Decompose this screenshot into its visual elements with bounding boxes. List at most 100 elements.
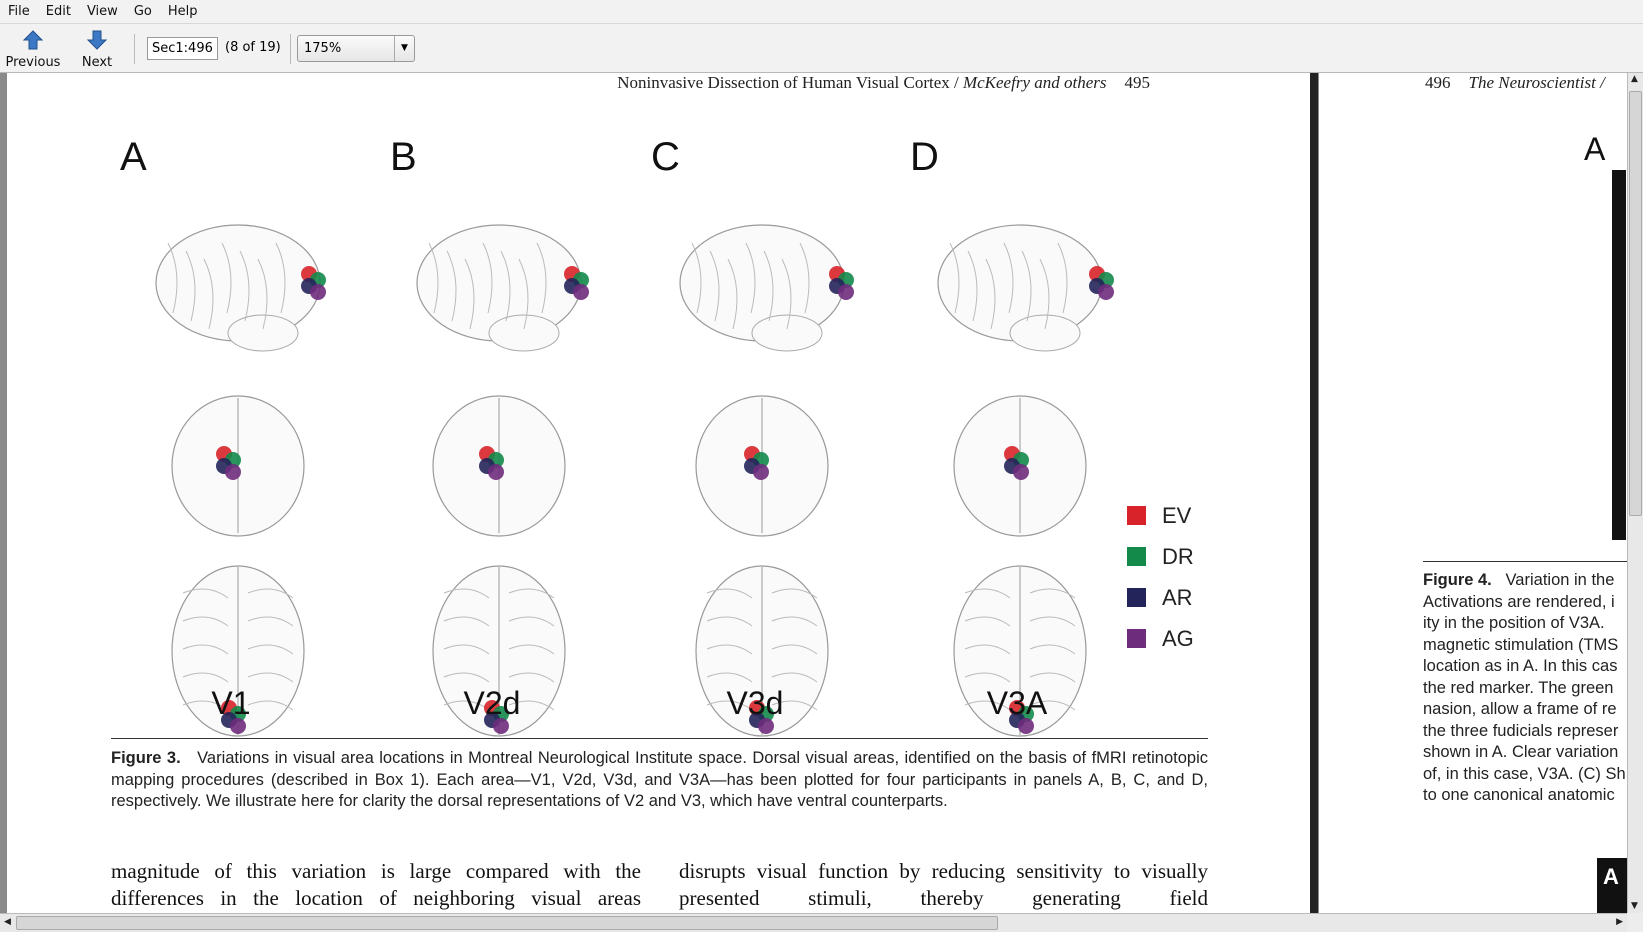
activation-blob [310, 284, 326, 300]
brain-sulcus [706, 700, 753, 711]
brain-sulcus [964, 700, 1011, 711]
brain-sulcus [443, 672, 490, 683]
brain-sulcus [691, 242, 702, 314]
scroll-right-icon[interactable]: ▶ [1616, 917, 1623, 927]
activation-blob [1018, 718, 1034, 734]
arrow-up-icon [22, 30, 44, 50]
caption-line: of, in this case, V3A. (C) Sh [1423, 764, 1626, 783]
brain-sulcus [964, 588, 1011, 599]
page-input[interactable]: Sec1:496 [147, 37, 218, 60]
activation-blob [838, 284, 854, 300]
brain-sulcus [1029, 644, 1076, 655]
brain-sulcus [185, 250, 196, 322]
menu-help[interactable]: Help [167, 4, 198, 19]
menu-edit[interactable]: Edit [45, 4, 71, 19]
vertical-scrollbar[interactable]: ▲ ▼ [1627, 73, 1643, 913]
menubar: File Edit View Go Help [0, 0, 1643, 23]
brain-sulcus [949, 242, 960, 314]
brain-sulcus [167, 242, 178, 314]
horizontal-scrollbar[interactable]: ◀ ▶ [0, 913, 1627, 932]
caption-line: ity in the position of V3A. [1423, 614, 1605, 632]
page-495: Noninvasive Dissection of Human Visual C… [7, 73, 1310, 913]
figure-label-a: A [1597, 858, 1627, 913]
scroll-left-icon[interactable]: ◀ [4, 917, 11, 927]
brain-cerebellum [488, 314, 560, 352]
caption-rule [111, 738, 1208, 739]
brain-sulcus [745, 242, 756, 314]
body-column-left: magnitude of this variation is large com… [111, 859, 641, 910]
panel-label-d: D [910, 135, 939, 179]
brain-sulcus [967, 250, 978, 322]
caption-rule [1423, 561, 1627, 562]
brain-sulcus [964, 644, 1011, 655]
brain-sulcus [443, 644, 490, 655]
menu-view[interactable]: View [86, 4, 118, 19]
activation-blob [573, 284, 589, 300]
brain-sulcus [203, 258, 214, 330]
menu-go[interactable]: Go [133, 4, 152, 19]
toolbar: Previous Next Sec1:496 (8 of 19) 175% ▼ [0, 23, 1643, 73]
legend-item-dr: DR [1127, 536, 1194, 577]
brain-sulcus [706, 616, 753, 627]
panel-label-c: C [651, 135, 680, 179]
brain-sulcus [781, 258, 792, 330]
brain-sulcus [1039, 258, 1050, 330]
arrow-down-icon [86, 30, 108, 50]
caption-line: the three fudicials represer [1423, 721, 1619, 740]
brain-cerebellum [1009, 314, 1081, 352]
next-button[interactable]: Next [73, 29, 121, 70]
area-label-v3a: V3A [986, 685, 1048, 721]
brain-sulcus [508, 672, 555, 683]
brain-sulcus [182, 588, 229, 599]
figure-4-image [1612, 170, 1626, 540]
brain-sulcus [799, 242, 810, 314]
brain-sulcus [1003, 242, 1014, 314]
body-column-right: disrupts visual function by reducing sen… [679, 859, 1208, 910]
chevron-down-icon[interactable]: ▼ [394, 36, 414, 61]
brain-sulcus [1057, 242, 1068, 314]
scroll-up-icon[interactable]: ▲ [1631, 74, 1638, 84]
brain-cerebellum [227, 314, 299, 352]
activation-blob [1013, 464, 1029, 480]
caption-line: Activations are rendered, i [1423, 592, 1615, 611]
brain-sulcus [443, 588, 490, 599]
scroll-down-icon[interactable]: ▼ [1631, 901, 1638, 911]
caption-line: to one canonical anatomic [1423, 786, 1615, 804]
brain-sulcus [1029, 672, 1076, 683]
brain-sulcus [771, 644, 818, 655]
legend: EV DR AR AG [1127, 495, 1194, 659]
area-label-v3d: V3d [726, 685, 784, 721]
figure-3-caption: Figure 3. Variations in visual area loca… [111, 749, 1209, 810]
figure-4-panel-a: A [1584, 131, 1606, 167]
brain-sulcus [446, 250, 457, 322]
running-head: Noninvasive Dissection of Human Visual C… [617, 73, 1150, 92]
brain-sulcus [706, 644, 753, 655]
zoom-value: 175% [304, 41, 342, 56]
horizontal-scroll-thumb[interactable] [16, 916, 998, 930]
brain-sulcus [964, 672, 1011, 683]
legend-item-ar: AR [1127, 577, 1194, 618]
page-count: (8 of 19) [225, 40, 281, 55]
brain-sulcus [771, 672, 818, 683]
brain-sulcus [771, 588, 818, 599]
previous-button[interactable]: Previous [5, 29, 61, 70]
activation-blob [753, 464, 769, 480]
panel-label-b: B [390, 135, 417, 179]
brain-sulcus [964, 616, 1011, 627]
brain-sulcus [247, 588, 294, 599]
brain-sulcus [1029, 700, 1076, 711]
brain-sulcus [500, 250, 511, 322]
brain-sulcus [257, 258, 268, 330]
previous-label: Previous [5, 55, 61, 70]
vertical-scroll-thumb[interactable] [1629, 91, 1642, 516]
brain-sulcus [482, 242, 493, 314]
caption-line: the red marker. The green [1423, 678, 1614, 697]
area-label-v2d: V2d [463, 685, 521, 721]
document-viewport: Noninvasive Dissection of Human Visual C… [0, 73, 1627, 913]
zoom-select[interactable]: 175% ▼ [297, 35, 415, 62]
panel-label-a: A [120, 135, 147, 179]
brain-sulcus [508, 588, 555, 599]
menu-file[interactable]: File [8, 4, 30, 19]
